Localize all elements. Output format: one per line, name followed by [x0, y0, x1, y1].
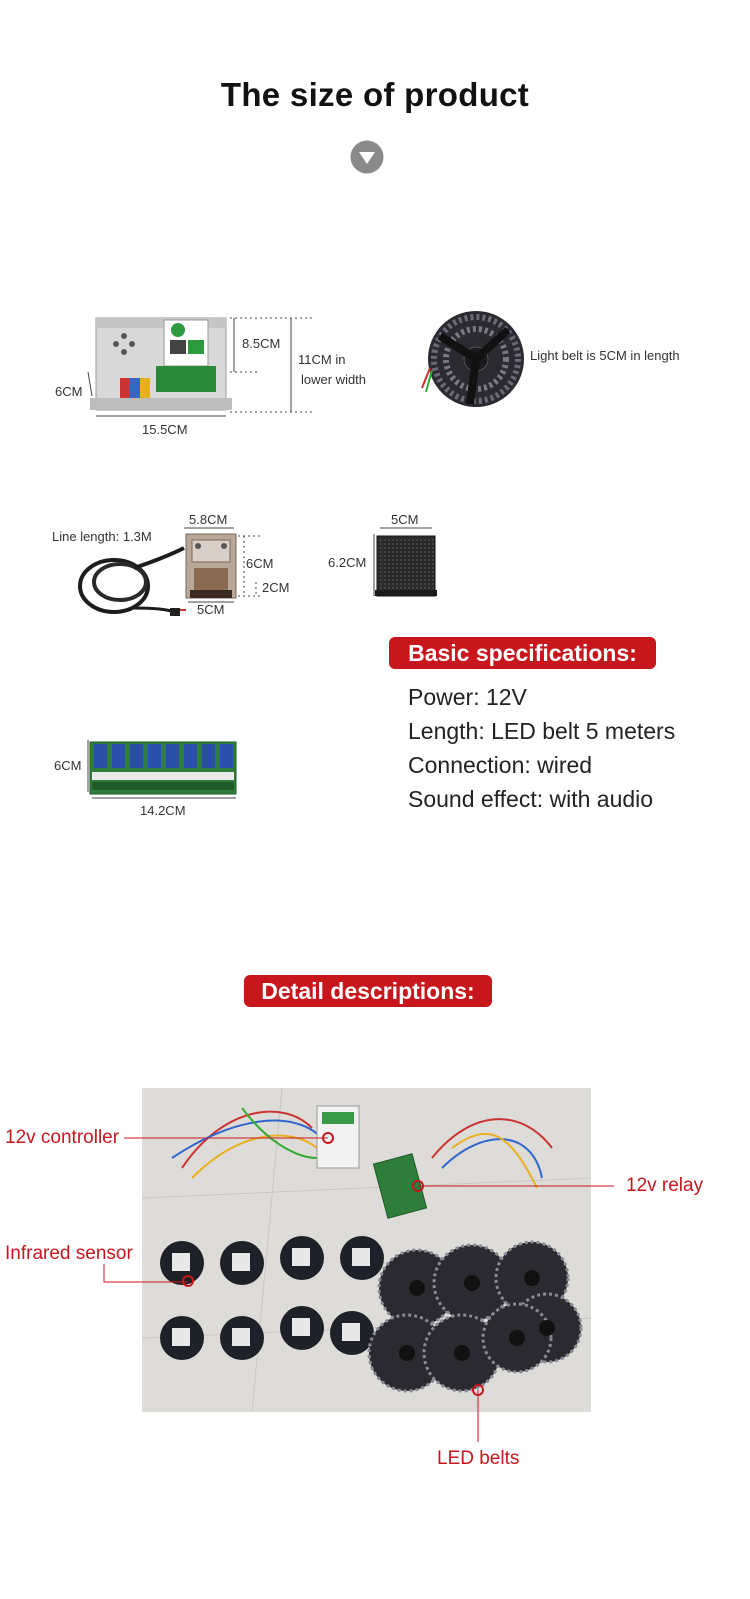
light-belt-length-label: Light belt is 5CM in length: [530, 348, 680, 363]
controller-height-label: 8.5CM: [242, 336, 281, 351]
led-reel-image: [420, 308, 528, 410]
reflector-image: [375, 534, 437, 598]
sensor-small-label: 2CM: [262, 580, 290, 595]
spec-connection: Connection: wired: [408, 752, 593, 778]
callout-12v-controller: 12v controller: [5, 1127, 120, 1148]
controller-total-height-label-2: lower width: [301, 372, 367, 387]
controller-depth-label: 6CM: [55, 384, 83, 399]
relay-height-label: 6CM: [54, 758, 82, 773]
sensor-top-width-label: 5.8CM: [189, 512, 228, 527]
callout-led-belts: LED belts: [437, 1448, 520, 1469]
spec-length: Length: LED belt 5 meters: [408, 718, 676, 744]
sensor-line-length-label: Line length: 1.3M: [52, 529, 152, 544]
reflector-height-label: 6.2CM: [328, 555, 367, 570]
relay-width-label: 14.2CM: [140, 803, 186, 818]
controller-total-height-label-1: 11CM in: [298, 352, 346, 367]
product-kit-photo: [142, 1088, 591, 1412]
sensor-bottom-width-label: 5CM: [197, 602, 225, 617]
sensor-cable-image: [74, 538, 194, 620]
controller-box-image: [86, 308, 236, 418]
basic-specs-heading: Basic specifications:: [389, 637, 656, 669]
page-title: The size of product: [220, 76, 530, 113]
chevron-down-icon: [350, 140, 384, 174]
detail-descriptions-heading: Detail descriptions:: [244, 975, 492, 1007]
spec-sound-effect: Sound effect: with audio: [408, 786, 654, 812]
callout-infrared-sensor: Infrared sensor: [5, 1243, 133, 1264]
relay-board-image: [88, 738, 238, 796]
controller-width-label: 15.5CM: [142, 422, 188, 437]
callout-12v-relay: 12v relay: [626, 1175, 704, 1196]
spec-power: Power: 12V: [408, 684, 527, 710]
sensor-box-image: [184, 532, 238, 600]
sensor-height-label: 6CM: [246, 556, 274, 571]
reflector-width-label: 5CM: [391, 512, 419, 527]
